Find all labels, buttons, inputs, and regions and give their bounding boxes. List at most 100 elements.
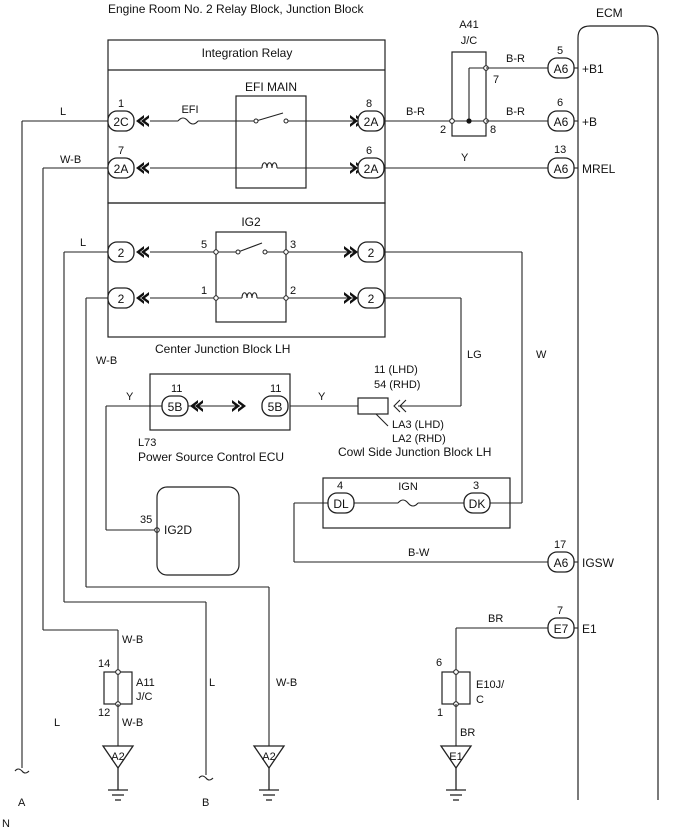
conn-5b-right: 5B xyxy=(232,395,289,417)
svg-text:2: 2 xyxy=(118,246,125,260)
conn-a6-3: A6 xyxy=(547,157,575,179)
dl-pin-4: 4 xyxy=(337,480,343,492)
conn-a6-4: A6 xyxy=(547,551,575,573)
pin-1: 1 xyxy=(118,98,124,110)
conn-a6-2: A6 xyxy=(547,110,575,132)
wire-y-1: Y xyxy=(461,152,469,164)
end-b-tilde-icon xyxy=(198,775,214,781)
l73-pin-35: 35 xyxy=(140,514,152,526)
ig2-label: IG2 xyxy=(241,215,261,229)
wire-wb-1: W-B xyxy=(60,154,81,166)
cowl-side-connector xyxy=(357,397,389,415)
wire-l-2: L xyxy=(80,237,86,249)
ig2-coil-icon xyxy=(241,292,258,299)
ign-fuse-icon xyxy=(397,499,419,507)
wire-y-3: Y xyxy=(318,391,326,403)
e10-pin-6: 6 xyxy=(436,657,442,669)
svg-text:2: 2 xyxy=(368,292,375,306)
relay-block-title: Engine Room No. 2 Relay Block, Junction … xyxy=(108,2,364,16)
conn-dl: DL xyxy=(327,492,355,514)
conn-2-left-1: 2 xyxy=(107,241,149,263)
wire-wb-3: W-B xyxy=(122,634,143,646)
a11-label: A11 xyxy=(136,677,155,689)
ecm-pin-5: 5 xyxy=(557,45,563,57)
ig2d-terminal: IG2D xyxy=(164,523,192,537)
psc-ecu-label: Power Source Control ECU xyxy=(138,450,284,464)
wire-l-3: L xyxy=(209,677,215,689)
ecm-title: ECM xyxy=(596,6,623,20)
conn-2-left-2: 2 xyxy=(107,287,149,309)
conn-2a-right-2: 2A xyxy=(350,157,385,179)
a41-jc-label: J/C xyxy=(461,35,478,47)
dk-pin-3: 3 xyxy=(473,480,479,492)
svg-text:2A: 2A xyxy=(114,162,129,176)
l73-pin-11-left: 11 xyxy=(171,383,182,395)
ecm-box xyxy=(577,25,659,800)
wire-wb-2: W-B xyxy=(96,355,117,367)
svg-text:A6: A6 xyxy=(554,556,569,570)
svg-text:DK: DK xyxy=(469,497,486,511)
svg-text:5B: 5B xyxy=(168,400,183,414)
cowl-jb-label: Cowl Side Junction Block LH xyxy=(338,445,491,459)
power-source-control-ecu xyxy=(156,486,240,576)
wire-br-1: B-R xyxy=(406,106,425,118)
conn-a6-1: A6 xyxy=(547,57,575,79)
svg-text:DL: DL xyxy=(333,497,349,511)
e10-c-label: C xyxy=(476,694,484,706)
svg-text:A6: A6 xyxy=(554,115,569,129)
ecm-pin-6: 6 xyxy=(557,97,563,109)
wire-wb-5: W-B xyxy=(276,677,297,689)
end-a-label: A xyxy=(18,797,26,809)
efi-main-coil-icon xyxy=(261,162,278,169)
wire-w: W xyxy=(536,349,547,361)
terminal-mrel: MREL xyxy=(582,162,616,176)
ecm-pin-17: 17 xyxy=(554,539,566,551)
ig2-pin-2: 2 xyxy=(290,285,296,297)
ig2-switch-icon xyxy=(237,242,263,253)
efi-main-label: EFI MAIN xyxy=(245,80,297,94)
integration-relay-label: Integration Relay xyxy=(202,46,293,60)
svg-text:A2: A2 xyxy=(111,751,124,763)
a41-pin-7: 7 xyxy=(493,74,499,86)
cowl-pin-rhd: 54 (RHD) xyxy=(374,379,420,391)
a41-junction-connector xyxy=(451,51,487,137)
ig2-pin-5: 5 xyxy=(201,239,207,251)
end-b-label: B xyxy=(202,797,209,809)
wire-lg: LG xyxy=(467,349,482,361)
wire-wb-4: W-B xyxy=(122,717,143,729)
ign-fuse-label: IGN xyxy=(398,481,418,493)
cowl-pin-lhd: 11 (LHD) xyxy=(374,364,418,376)
ground-a2-2: A2 xyxy=(252,745,286,801)
center-junction-block xyxy=(107,202,386,338)
ig2-relay xyxy=(215,231,287,323)
conn-dk: DK xyxy=(463,492,491,514)
wire-br-3: B-R xyxy=(506,106,525,118)
e10-pin-1: 1 xyxy=(437,707,443,719)
pin-8: 8 xyxy=(366,98,372,110)
wire-y-2: Y xyxy=(126,391,134,403)
ground-e1: E1 xyxy=(439,745,473,801)
conn-5b-left: 5B xyxy=(161,395,203,417)
svg-text:2A: 2A xyxy=(364,115,379,129)
svg-text:2: 2 xyxy=(368,246,375,260)
conn-2a-right-1: 2A xyxy=(350,110,385,132)
conn-e7: E7 xyxy=(547,617,575,639)
a11-pin-14: 14 xyxy=(98,658,110,670)
svg-text:5B: 5B xyxy=(268,400,283,414)
wire-l-1: L xyxy=(60,106,66,118)
conn-2c: 2C xyxy=(107,110,149,132)
pin-6: 6 xyxy=(366,145,372,157)
ig2-pin-1: 1 xyxy=(201,285,207,297)
terminal-igsw: IGSW xyxy=(582,556,615,570)
svg-text:A6: A6 xyxy=(554,162,569,176)
ecm-pin-7: 7 xyxy=(557,605,563,617)
a11-jc-label: J/C xyxy=(136,691,153,703)
end-a-tilde-icon xyxy=(14,768,30,774)
svg-text:A6: A6 xyxy=(554,62,569,76)
l73-pin-11-right: 11 xyxy=(270,383,281,395)
efi-main-relay xyxy=(235,95,307,189)
ecm-pin-13: 13 xyxy=(554,144,566,156)
wire-br-4: BR xyxy=(488,613,503,625)
cowl-conn-lhd: LA3 (LHD) xyxy=(392,419,444,431)
